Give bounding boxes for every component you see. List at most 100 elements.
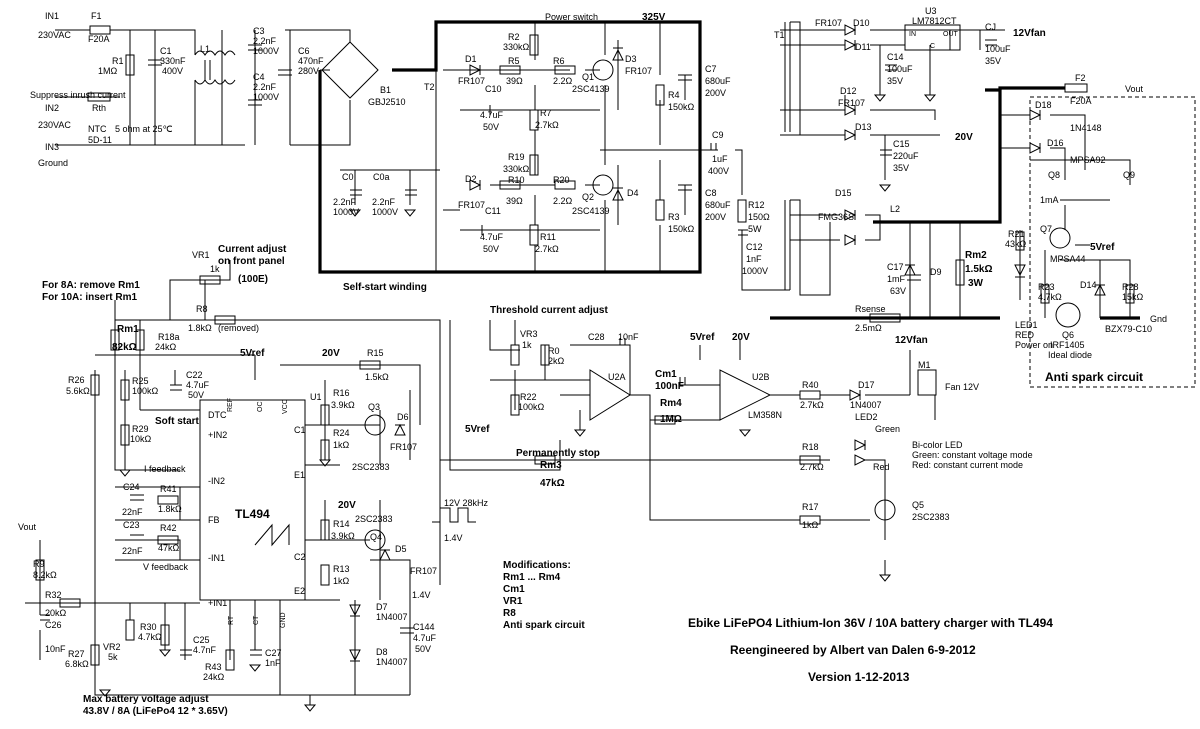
resistor-r15 — [359, 360, 381, 370]
diode-d6 — [394, 423, 406, 436]
label-sc2383a: 2SC2383 — [352, 462, 390, 472]
label-d6-v: FR107 — [390, 442, 417, 452]
resistor-r5 — [499, 65, 521, 75]
label-c4-v2: 1000V — [253, 92, 279, 102]
label-c3: C3 — [253, 26, 265, 36]
label-anti-spark: Anti spark circuit — [1045, 370, 1143, 384]
label-bicolor-g: Green: constant voltage mode — [912, 450, 1033, 460]
label-q6-v: IRF1405 — [1050, 340, 1085, 350]
label-c12-v1: 1nF — [746, 254, 762, 264]
mosfet-q6 — [1055, 302, 1081, 328]
label-ntc-v: 5D-11 — [88, 135, 112, 145]
label-r0: R0 — [548, 346, 560, 356]
label-c144: C144 — [413, 622, 435, 632]
label-r15: R15 — [367, 348, 384, 358]
label-r4: R4 — [668, 90, 680, 100]
label-d7: D7 — [376, 602, 388, 612]
label-fb: FB — [208, 515, 220, 525]
label-in3: IN3 — [45, 142, 59, 152]
transistor-q4 — [364, 529, 386, 551]
label-c0-v2: 1000V — [333, 207, 359, 217]
label-20v-c: 20V — [338, 500, 356, 511]
label-5vref-a: 5Vref — [1090, 242, 1115, 253]
resistor-r11 — [529, 224, 539, 246]
label-u1: U1 — [310, 392, 322, 402]
label-r29-v: 10kΩ — [130, 434, 152, 444]
label-rm4-v: 1MΩ — [660, 414, 682, 425]
label-b1: B1 — [380, 85, 391, 95]
opamp-u2b — [719, 369, 772, 421]
label-cm1-v: 100nF — [655, 381, 684, 392]
label-c14: C14 — [887, 52, 904, 62]
label-in1m: -IN1 — [208, 553, 225, 563]
label-vr1-n2: on front panel — [218, 256, 285, 267]
label-1-4v-b: 1.4V — [444, 533, 463, 543]
diode-d8 — [349, 649, 361, 662]
label-r20-v: 2.2Ω — [553, 196, 573, 206]
label-r43-v: 24kΩ — [203, 672, 225, 682]
label-r28: R28 — [1122, 282, 1139, 292]
label-100e: (100E) — [238, 274, 268, 285]
resistor-rm1 — [110, 329, 120, 351]
label-c26-v: 10nF — [45, 644, 66, 654]
label-mod1: Rm1 ... Rm4 — [503, 572, 561, 583]
diode-d11 — [844, 39, 857, 51]
label-in1: IN1 — [45, 11, 59, 21]
resistor-r13 — [320, 564, 330, 586]
resistor-r18 — [799, 455, 821, 465]
label-r25: R25 — [132, 376, 149, 386]
label-u3-in: IN — [909, 31, 916, 38]
label-r24-v: 1kΩ — [333, 440, 350, 450]
label-cj-v2: 35V — [985, 56, 1001, 66]
label-e1p: E1 — [294, 470, 305, 480]
label-r29: R29 — [132, 424, 149, 434]
label-c1-v2: 400V — [162, 66, 183, 76]
label-r19: R19 — [508, 152, 525, 162]
label-c10-v2: 50V — [483, 122, 499, 132]
label-c14-v1: 100uF — [887, 64, 913, 74]
label-12v-28khz: 12V 28kHz — [444, 498, 489, 508]
label-u3-v: LM7812CT — [912, 16, 957, 26]
label-green: Green — [875, 424, 900, 434]
label-l1: L1 — [200, 44, 210, 54]
resistor-rm2 — [955, 259, 965, 286]
label-c3-v2: 1000V — [253, 46, 279, 56]
label-r12-v1: 150Ω — [748, 212, 770, 222]
label-mods: Modifications: — [503, 560, 571, 571]
label-in3-v: Ground — [38, 158, 68, 168]
label-v-feedback: V feedback — [143, 562, 189, 572]
resistor-r14 — [320, 519, 330, 541]
label-r32: R32 — [45, 590, 62, 600]
label-red: Red — [873, 462, 890, 472]
label-u3-c: C — [930, 43, 935, 50]
label-r21: R21 — [1008, 229, 1025, 239]
label-dtc: DTC — [208, 410, 227, 420]
label-mpsa44: MPSA44 — [1050, 254, 1086, 264]
resistor-r18a — [135, 329, 145, 351]
label-r41-v: 1.8kΩ — [158, 504, 182, 514]
label-r22: R22 — [520, 392, 537, 402]
diode-d2 — [469, 179, 482, 191]
label-c23: C23 — [123, 520, 140, 530]
transistor-q5 — [874, 499, 896, 521]
label-vout: Vout — [1125, 84, 1144, 94]
label-r19-v: 330kΩ — [503, 164, 530, 174]
label-d2: D2 — [465, 174, 477, 184]
label-c0-v1: 2.2nF — [333, 197, 357, 207]
label-fmg: FMG36S — [818, 212, 854, 222]
label-r18a-v: 24kΩ — [155, 342, 177, 352]
label-q4: Q4 — [370, 532, 382, 542]
resistor-r40 — [799, 390, 821, 400]
label-for8: For 8A: remove Rm1 — [42, 280, 140, 291]
label-q1-v: 2SC4139 — [572, 84, 610, 94]
label-r17-v: 1kΩ — [802, 520, 819, 530]
label-title: Ebike LiFePO4 Lithium-Ion 36V / 10A batt… — [688, 616, 1053, 630]
label-led1-c: RED — [1015, 330, 1035, 340]
label-d16-v: 1N4148 — [1070, 123, 1102, 133]
diode-d1 — [469, 64, 482, 76]
label-d9: D9 — [930, 267, 942, 277]
label-rm1: Rm1 — [117, 324, 139, 335]
label-mod3: VR1 — [503, 596, 523, 607]
label-ct: CT — [253, 615, 260, 625]
label-in2-v: 230VAC — [38, 120, 71, 130]
